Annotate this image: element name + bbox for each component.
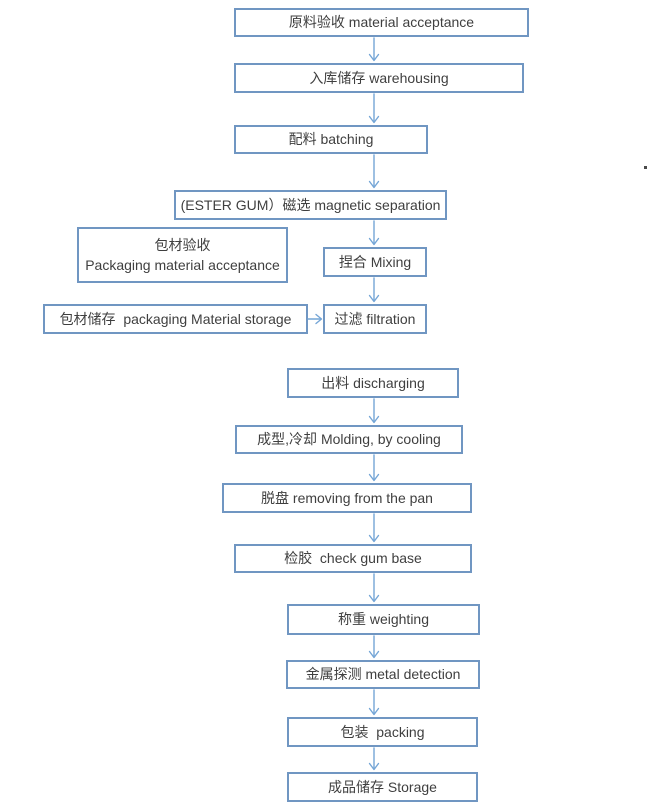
arrow-down-icon	[368, 37, 380, 62]
flow-box-packaging-material-acceptance-label-en: Packaging material acceptance	[85, 256, 280, 273]
flow-box-packaging-material-acceptance: 包材验收 Packaging material acceptance	[77, 227, 288, 283]
arrow-down-icon	[368, 93, 380, 124]
flow-box-discharging: 出料 discharging	[287, 368, 459, 398]
flow-box-batching: 配料 batching	[234, 125, 428, 154]
flow-box-packaging-material-storage-label: 包材储存 packaging Material storage	[59, 310, 292, 327]
arrow-down-icon	[368, 747, 380, 771]
arrow-down-icon	[368, 573, 380, 603]
arrow-down-icon	[368, 154, 380, 189]
arrow-right-icon	[307, 313, 323, 325]
flow-box-packing: 包装 packing	[287, 717, 478, 747]
arrow-down-icon	[368, 454, 380, 482]
flow-box-molding-cooling: 成型,冷却 Molding, by cooling	[235, 425, 463, 454]
flow-box-magnetic-separation-label: (ESTER GUM）磁选 magnetic separation	[180, 196, 441, 213]
flow-box-packaging-material-storage: 包材储存 packaging Material storage	[43, 304, 308, 334]
flow-box-check-gum-base-label: 检胶 check gum base	[284, 550, 422, 567]
flow-box-packaging-material-acceptance-label-zh: 包材验收	[154, 236, 211, 253]
flow-box-filtration: 过滤 filtration	[323, 304, 427, 334]
flow-box-filtration-label: 过滤 filtration	[334, 310, 416, 327]
flow-box-metal-detection: 金属探测 metal detection	[286, 660, 480, 689]
flow-box-warehousing: 入库储存 warehousing	[234, 63, 524, 93]
flow-box-check-gum-base: 检胶 check gum base	[234, 544, 472, 573]
flow-box-storage-label: 成品储存 Storage	[328, 778, 437, 795]
flow-box-discharging-label: 出料 discharging	[321, 374, 425, 391]
flow-box-batching-label: 配料 batching	[288, 131, 374, 148]
flow-box-storage: 成品储存 Storage	[287, 772, 478, 802]
stray-mark	[644, 166, 647, 169]
arrow-down-icon	[368, 635, 380, 659]
flow-box-molding-cooling-label: 成型,冷却 Molding, by cooling	[257, 431, 441, 448]
flow-box-packing-label: 包装 packing	[340, 723, 425, 740]
flow-box-warehousing-label: 入库储存 warehousing	[309, 69, 449, 86]
flow-box-magnetic-separation: (ESTER GUM）磁选 magnetic separation	[174, 190, 447, 220]
arrow-down-icon	[368, 513, 380, 543]
flow-box-removing-from-pan: 脱盘 removing from the pan	[222, 483, 472, 513]
arrow-down-icon	[368, 277, 380, 303]
flow-box-mixing: 捏合 Mixing	[323, 247, 427, 277]
flow-box-metal-detection-label: 金属探测 metal detection	[305, 666, 461, 683]
flow-box-removing-from-pan-label: 脱盘 removing from the pan	[261, 489, 433, 506]
flow-box-material-acceptance: 原料验收 material acceptance	[234, 8, 529, 37]
flow-box-mixing-label: 捏合 Mixing	[338, 253, 412, 270]
arrow-down-icon	[368, 398, 380, 424]
flow-box-material-acceptance-label: 原料验收 material acceptance	[288, 14, 475, 31]
flow-box-weighting: 称重 weighting	[287, 604, 480, 635]
arrow-down-icon	[368, 220, 380, 246]
flow-box-weighting-label: 称重 weighting	[337, 611, 430, 628]
arrow-down-icon	[368, 689, 380, 716]
